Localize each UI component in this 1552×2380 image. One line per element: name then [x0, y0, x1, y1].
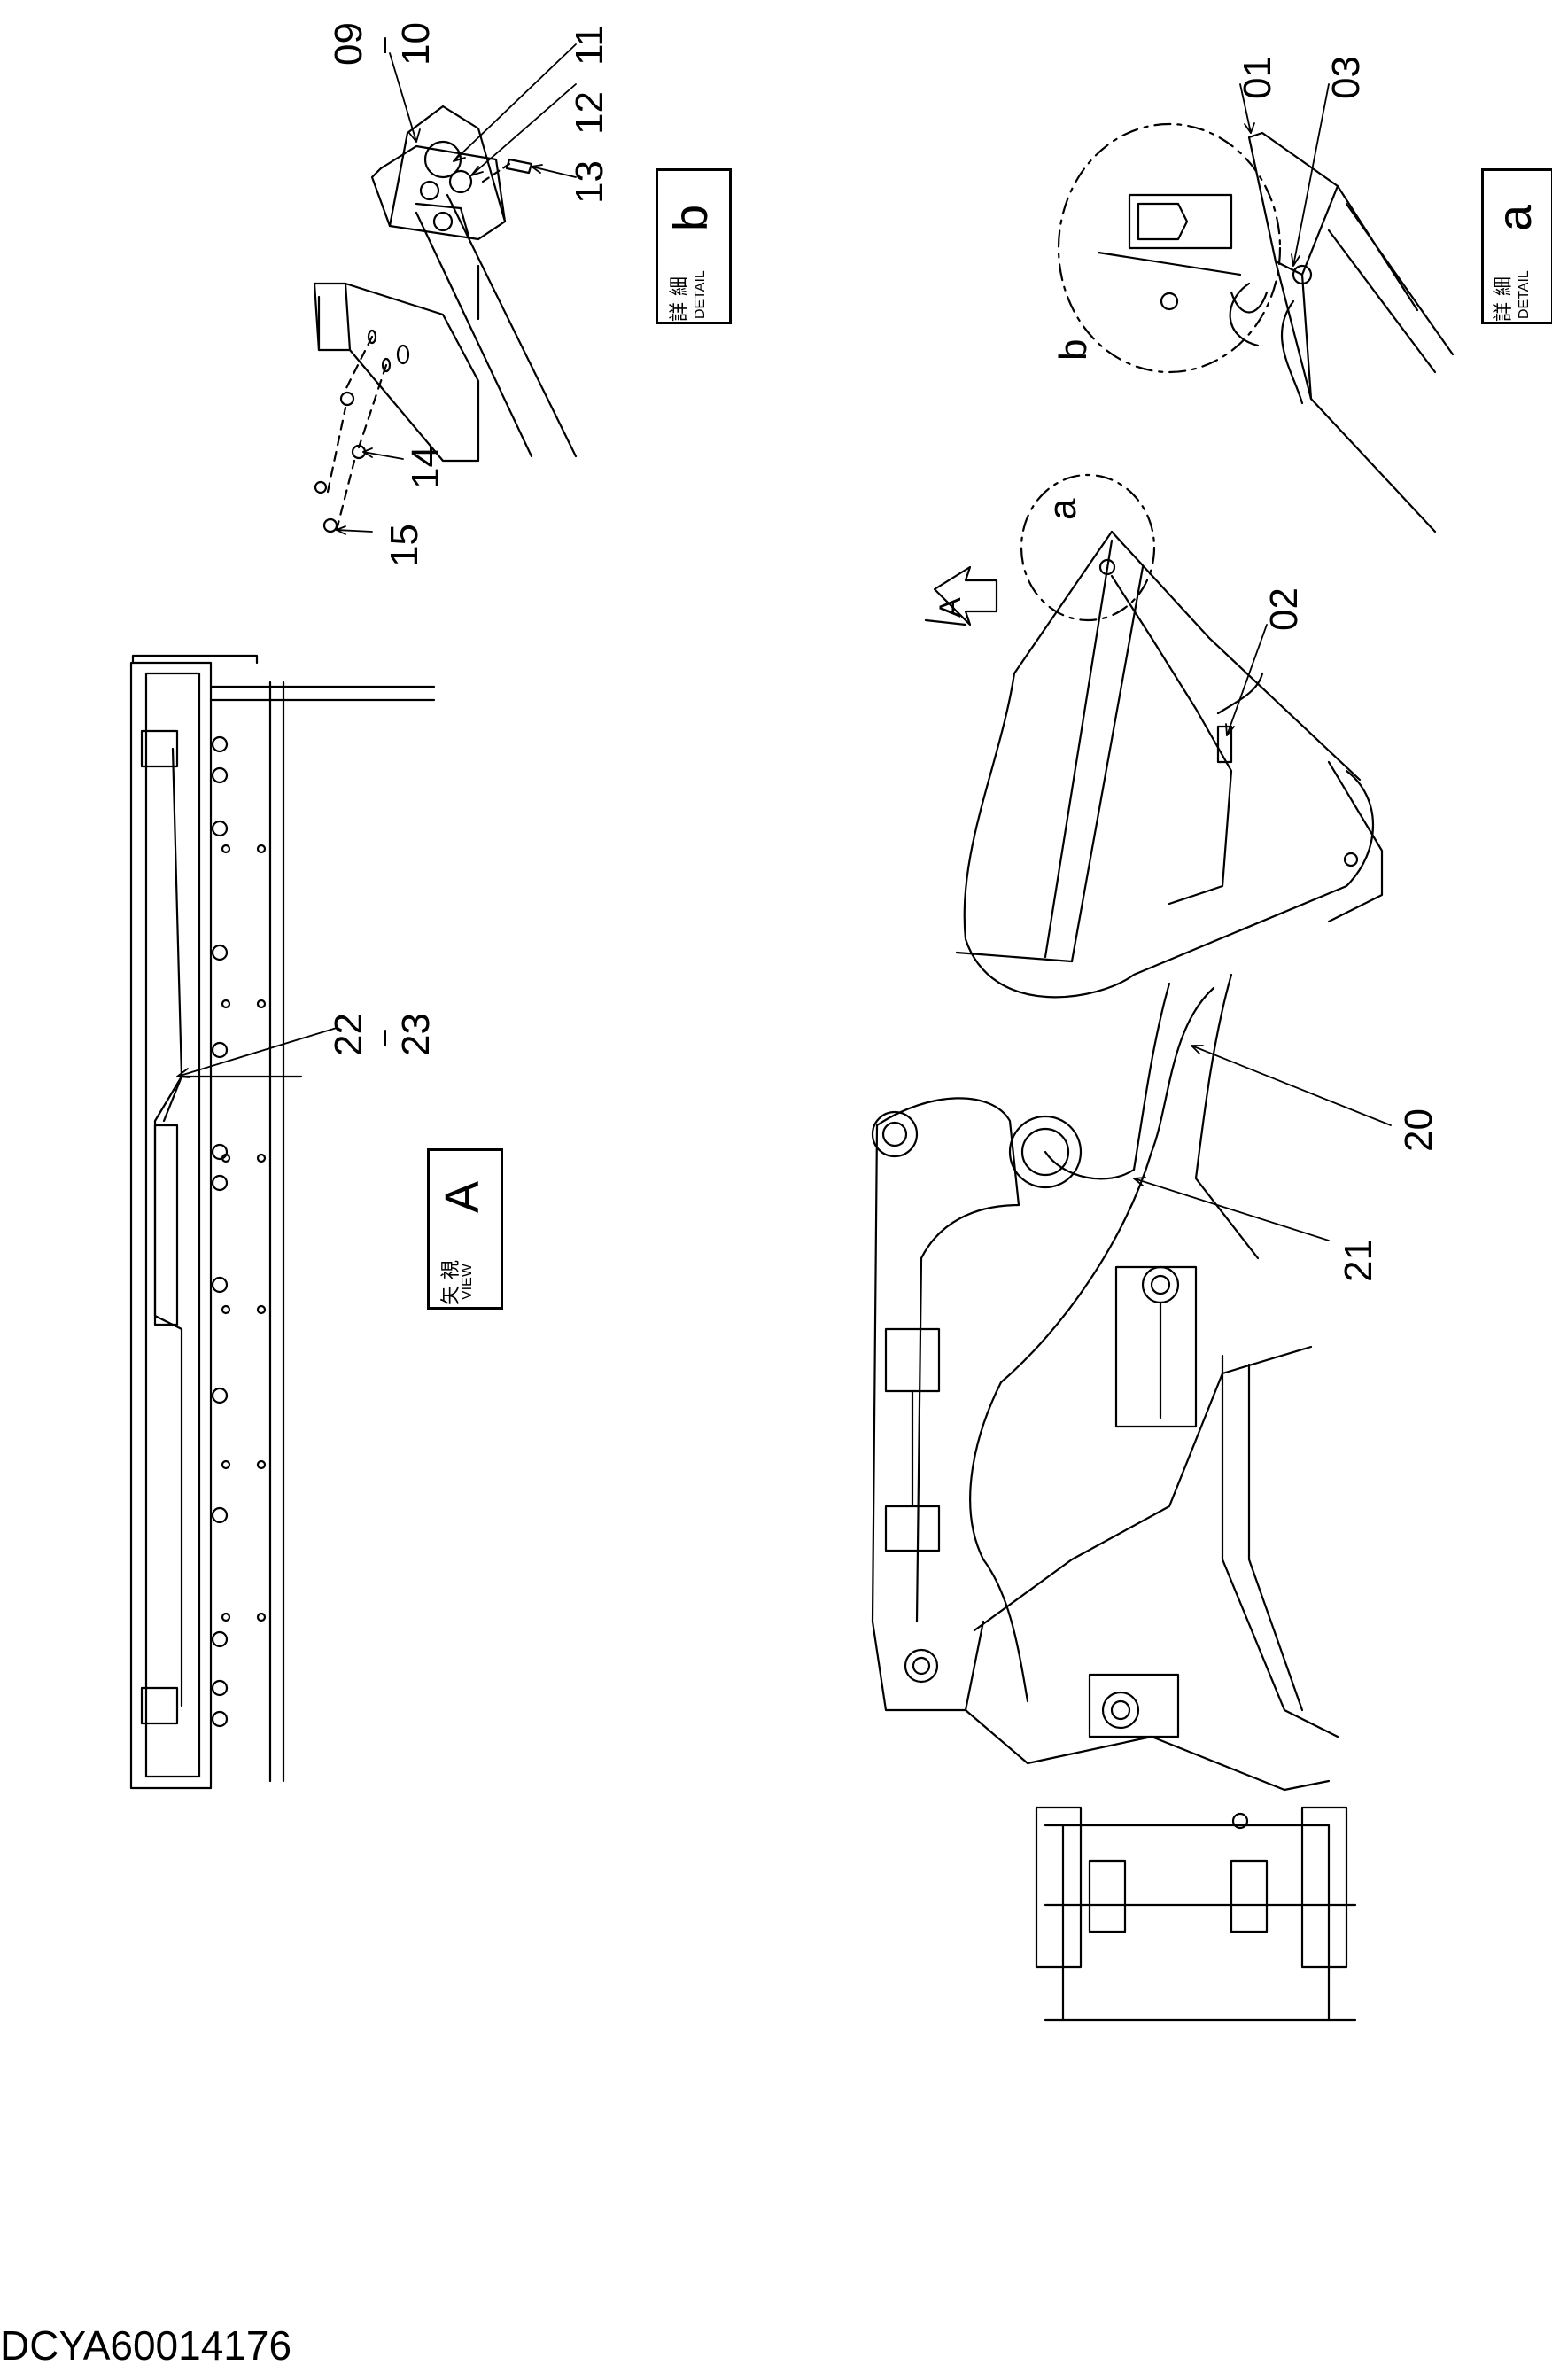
callout-15: 15 — [383, 524, 426, 567]
callout-22-23-range-dash: – — [367, 1030, 399, 1046]
view-a-arrow-letter: A — [934, 597, 967, 618]
detail-b-tag-english: DETAIL — [693, 270, 708, 319]
callout-23: 23 — [394, 1013, 438, 1056]
callout-20: 20 — [1397, 1108, 1440, 1152]
callout-03: 03 — [1324, 56, 1368, 99]
view-a-tag-japanese: 矢 視 — [440, 1260, 462, 1305]
leader-lines — [176, 43, 1392, 1241]
detail-b-bracket-drawing — [313, 105, 578, 533]
detail-a-connector-drawing — [1057, 122, 1455, 533]
detail-circle-label-b: b — [1051, 338, 1095, 361]
callout-09: 09 — [327, 22, 370, 66]
detail-a-tag-japanese: 詳 細 — [1493, 276, 1515, 322]
callout-22: 22 — [327, 1013, 370, 1056]
view-a-tag-english: VIEW — [460, 1264, 475, 1300]
detail-a-tag-english: DETAIL — [1517, 270, 1532, 319]
callout-11: 11 — [568, 25, 611, 66]
callout-02: 02 — [1262, 587, 1306, 631]
detail-b-tag-japanese: 詳 細 — [669, 276, 691, 322]
callout-10: 10 — [394, 22, 438, 66]
detail-b-tag-letter: b — [664, 204, 718, 231]
view-a-tag: 矢 視 VIEW A — [427, 1148, 503, 1310]
loader-arm-drawing — [871, 473, 1384, 2022]
detail-circle-label-a: a — [1041, 498, 1084, 520]
callout-14: 14 — [404, 446, 447, 489]
callout-01: 01 — [1236, 56, 1279, 99]
view-a-tag-letter: A — [436, 1180, 489, 1213]
drawing-code: DCYA60014176 — [0, 2322, 292, 2368]
detail-a-tag: 詳 細 DETAIL a — [1481, 168, 1552, 324]
callout-09-10-range-dash: – — [367, 37, 399, 53]
view-a-rail-drawing — [129, 654, 436, 1790]
detail-b-tag: 詳 細 DETAIL b — [656, 168, 732, 324]
callout-13: 13 — [568, 160, 611, 204]
callout-12: 12 — [568, 91, 611, 135]
callout-21: 21 — [1337, 1239, 1380, 1282]
detail-a-tag-letter: a — [1488, 204, 1541, 231]
